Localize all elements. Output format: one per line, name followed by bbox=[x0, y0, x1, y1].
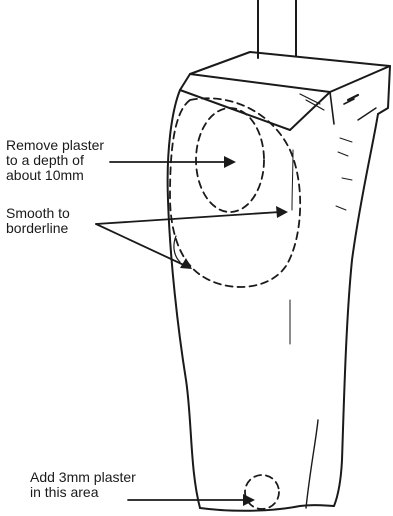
add-plaster-label-line1: Add 3mm plaster bbox=[30, 470, 136, 485]
smooth-leader-right bbox=[96, 212, 280, 224]
smooth-border-label-line2: borderline bbox=[6, 221, 70, 236]
smooth-right-arrowhead bbox=[276, 206, 288, 218]
smooth-leader-left bbox=[96, 224, 186, 266]
remove-plaster-label-line2: to a depth of bbox=[6, 153, 104, 168]
remove-plaster-label: Remove plaster to a depth of about 10mm bbox=[6, 138, 104, 183]
remove-plaster-label-line3: about 10mm bbox=[6, 168, 104, 183]
mounting-pipe bbox=[258, 0, 296, 58]
remove-plaster-label-line1: Remove plaster bbox=[6, 138, 104, 153]
add-plaster-dashed-circle bbox=[245, 475, 279, 509]
add-plaster-label: Add 3mm plaster in this area bbox=[30, 470, 136, 500]
remove-plaster-arrowhead bbox=[224, 156, 236, 168]
smooth-border-label: Smooth to borderline bbox=[6, 206, 70, 236]
smooth-border-label-line1: Smooth to bbox=[6, 206, 70, 221]
plaster-body-outline bbox=[168, 90, 378, 511]
fixture-block bbox=[180, 52, 390, 130]
add-plaster-label-line2: in this area bbox=[30, 485, 136, 500]
